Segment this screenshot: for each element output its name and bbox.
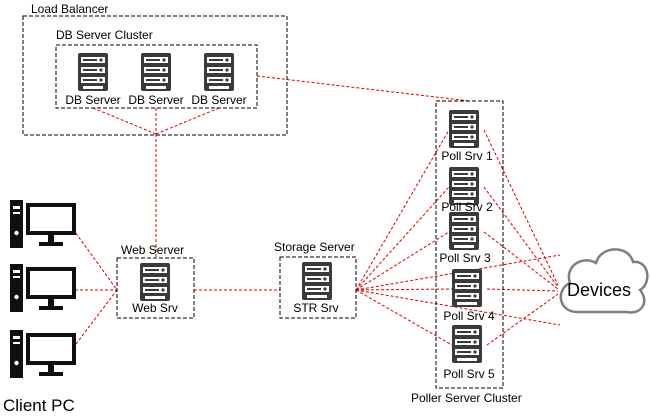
- poll-server-4-icon: [452, 269, 482, 307]
- storage-server-group-label: Storage Server: [274, 240, 355, 254]
- link-poll1-devices: [483, 129, 559, 286]
- link-str-poll4: [355, 288, 453, 291]
- devices-label: Devices: [567, 280, 631, 300]
- link-lb-poller: [256, 75, 471, 102]
- storage-server-box: [279, 256, 357, 319]
- web-server-icon: [140, 263, 170, 301]
- link-str-devices-b: [355, 289, 561, 326]
- db-server-3-label: DB Server: [191, 93, 246, 107]
- link-str-devices-a: [355, 254, 561, 291]
- link-pc1-web: [69, 224, 118, 291]
- poll-server-3-icon: [449, 212, 479, 250]
- load-balancer-label: Load Balancer: [31, 2, 108, 16]
- db-server-2-icon: [141, 53, 171, 91]
- client-pc-2-icon: [10, 264, 76, 312]
- web-server-label: Web Srv: [132, 301, 178, 315]
- client-pc-1-icon: [10, 200, 76, 248]
- link-str-poll3: [355, 231, 450, 291]
- poll-server-1-icon: [449, 110, 479, 148]
- connection-lines: [69, 75, 561, 353]
- web-server-box: [116, 257, 195, 319]
- storage-server-icon: [302, 262, 332, 300]
- db-server-2-label: DB Server: [128, 93, 183, 107]
- db-server-1-label: DB Server: [65, 93, 120, 107]
- db-server-1-icon: [78, 53, 108, 91]
- link-pc3-web: [69, 289, 118, 353]
- client-pc-label: Client PC: [3, 396, 75, 415]
- link-poll2-devices: [483, 186, 559, 288]
- devices-cloud-icon: [559, 248, 649, 314]
- link-poll3-devices: [483, 231, 559, 290]
- link-str-poll1: [355, 129, 450, 291]
- poller-cluster-box: [435, 100, 504, 389]
- poll-server-2-label: Poll Srv 2: [441, 200, 493, 214]
- poll-server-5-label: Poll Srv 5: [443, 367, 495, 381]
- link-poll4-devices: [486, 288, 559, 292]
- poll-server-3-label: Poll Srv 3: [439, 251, 491, 265]
- link-db1-hub: [92, 107, 157, 135]
- link-db3-hub: [155, 107, 220, 135]
- db-server-3-icon: [204, 53, 234, 91]
- poll-server-4-label: Poll Srv 4: [443, 309, 495, 323]
- link-str-poll2: [355, 186, 450, 291]
- link-str-poll5: [355, 289, 453, 346]
- web-server-group-label: Web Server: [121, 243, 184, 257]
- client-pc-3-icon: [10, 330, 76, 378]
- poller-cluster-label: Poller Server Cluster: [411, 391, 522, 405]
- poll-server-5-icon: [452, 325, 482, 363]
- db-cluster-label: DB Server Cluster: [56, 28, 153, 42]
- storage-server-label: STR Srv: [293, 301, 338, 315]
- link-poll5-devices: [486, 293, 559, 346]
- load-balancer-box: [22, 15, 288, 136]
- poll-server-1-label: Poll Srv 1: [441, 149, 493, 163]
